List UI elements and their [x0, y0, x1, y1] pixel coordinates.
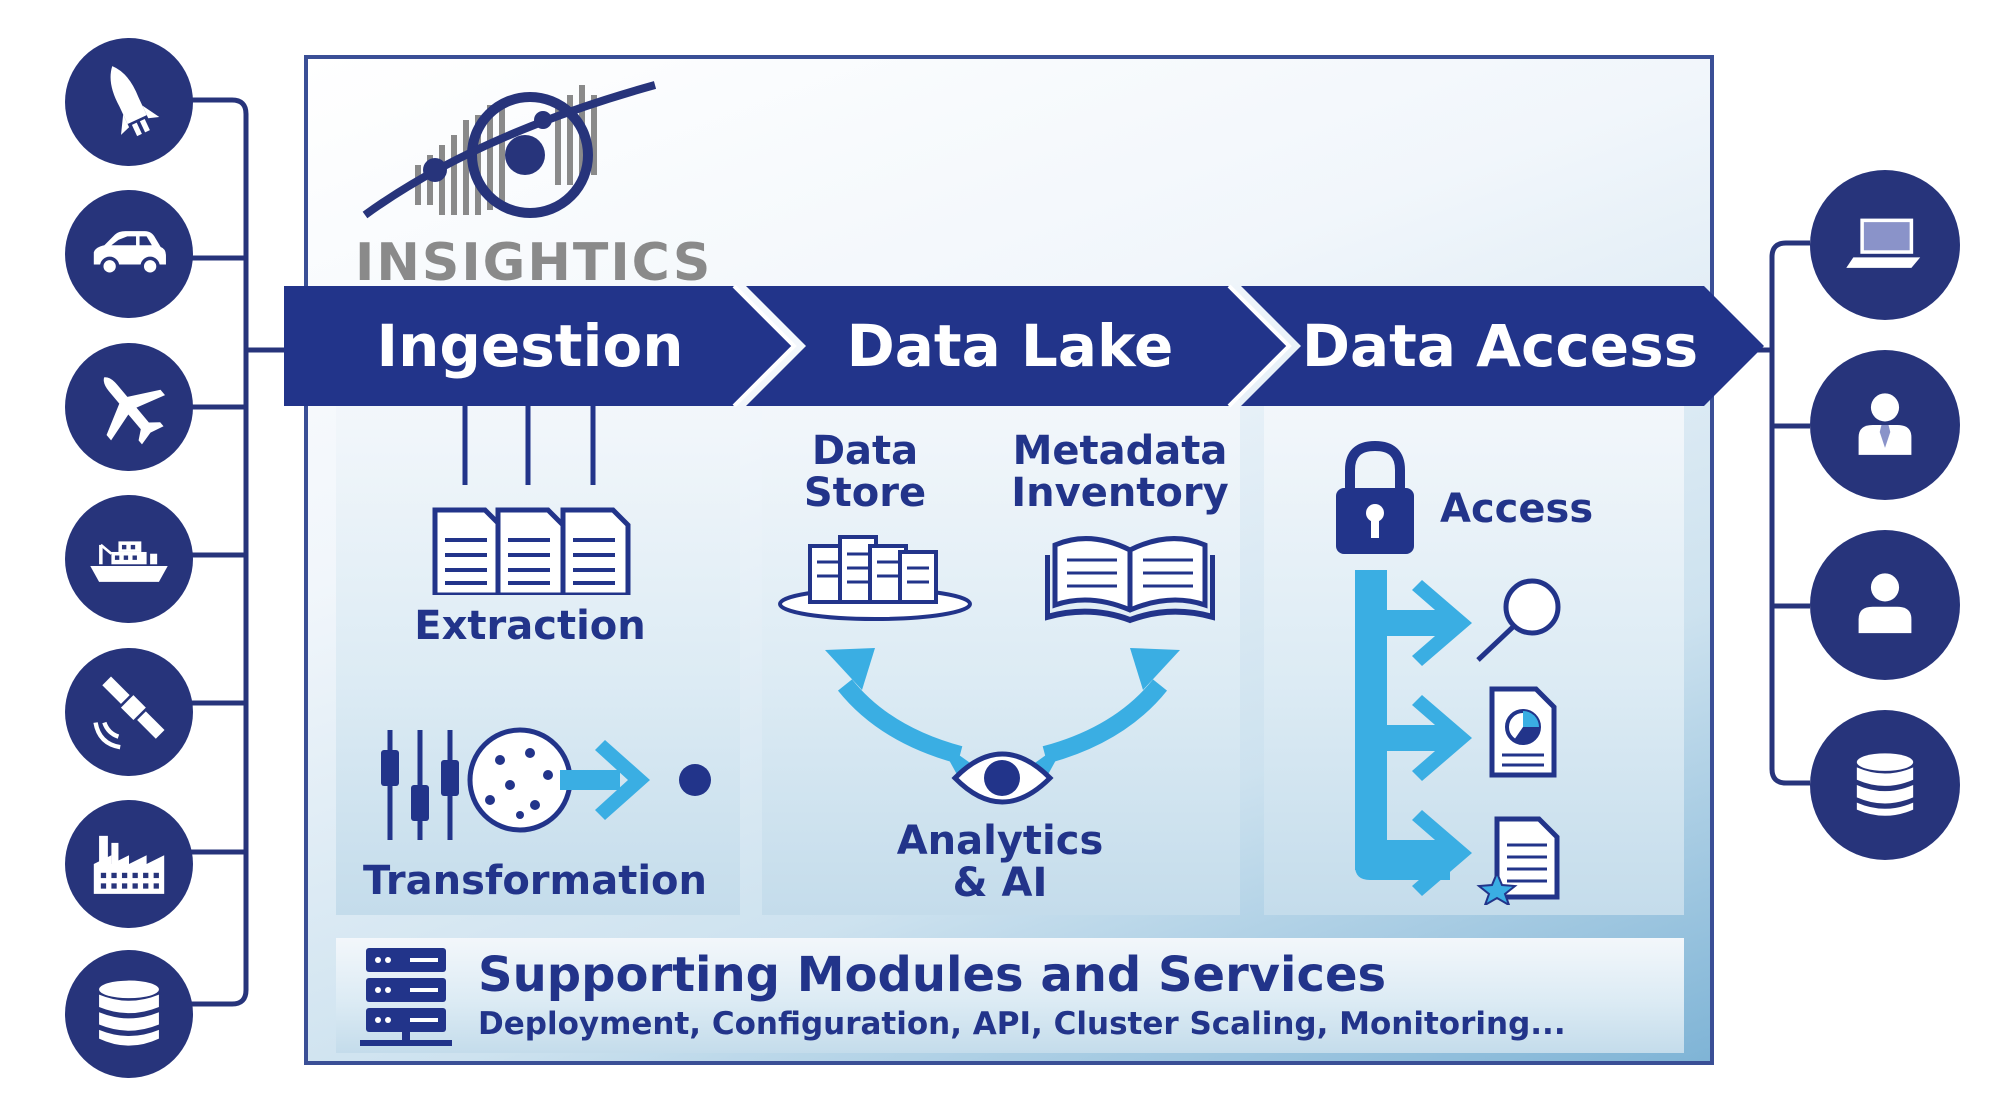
consumer-user — [1810, 530, 1960, 680]
ship-icon — [90, 541, 168, 582]
consumer-business-user — [1810, 350, 1960, 500]
data-access-panel — [1264, 400, 1684, 915]
stage-data-access: Data Access — [1301, 312, 1699, 380]
consumer-database — [1810, 710, 1960, 860]
source-database — [65, 950, 193, 1078]
car-icon — [93, 231, 166, 276]
satellite-icon — [93, 676, 165, 750]
transformation-icon — [381, 727, 711, 840]
source-airplane — [65, 343, 193, 471]
report-chart-icon — [1489, 686, 1557, 778]
source-satellite — [65, 648, 193, 776]
search-icon — [1476, 578, 1561, 662]
database-icon — [1856, 753, 1914, 816]
airplane-icon — [103, 377, 166, 445]
server-stack-icon — [360, 948, 452, 1046]
consumer-laptop — [1810, 170, 1960, 320]
metadata-inventory-label: Metadata Inventory — [1011, 428, 1229, 516]
insightics-logo: INSIGHTICS — [355, 75, 710, 293]
transformation-label: Transformation — [363, 858, 707, 904]
logo-text: INSIGHTICS — [355, 233, 713, 293]
logo-graphic — [362, 81, 657, 219]
business-user-icon — [1858, 393, 1912, 455]
supporting-panel — [336, 938, 1684, 1053]
data-store-label: Data Store — [803, 428, 927, 516]
source-car — [65, 190, 193, 318]
lock-icon — [1336, 440, 1414, 554]
stage-ingestion: Ingestion — [376, 312, 684, 380]
extraction-label: Extraction — [414, 603, 646, 649]
factory-icon — [93, 835, 165, 894]
analytics-ai-label: Analytics & AI — [896, 818, 1104, 906]
analytics-arrows-icon — [825, 648, 1180, 805]
data-store-icon — [778, 535, 972, 621]
access-label: Access — [1440, 486, 1594, 532]
supporting-title: Supporting Modules and Services — [478, 947, 1387, 1003]
source-rocket — [65, 38, 193, 166]
stage-banner — [284, 284, 1764, 408]
user-icon — [1858, 573, 1912, 634]
source-factory — [65, 800, 193, 928]
stage-data-lake: Data Lake — [846, 312, 1174, 380]
extraction-documents-icon — [432, 405, 631, 595]
laptop-icon — [1846, 218, 1921, 268]
database-icon — [99, 980, 159, 1046]
supporting-subtitle: Deployment, Configuration, API, Cluster … — [478, 1006, 1566, 1042]
rocket-icon — [110, 66, 160, 137]
access-arrows-icon — [1355, 570, 1472, 896]
source-ship — [65, 495, 193, 623]
starred-document-icon — [1476, 816, 1560, 905]
metadata-book-icon — [1045, 536, 1215, 624]
